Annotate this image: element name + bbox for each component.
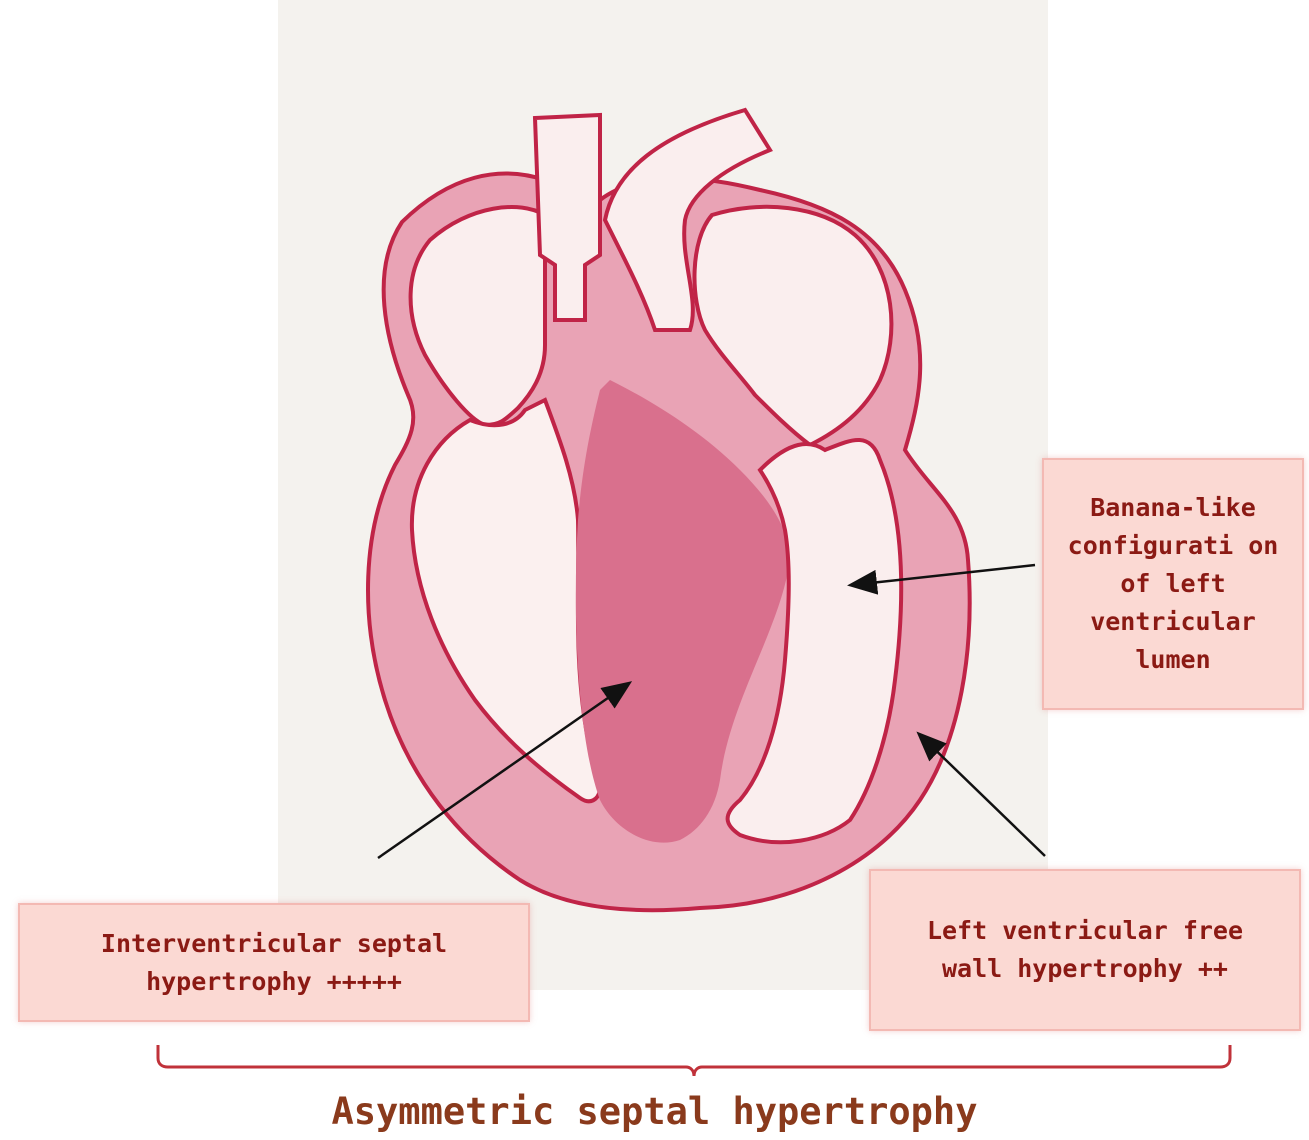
label-banana-text: Banana-like configurati on of left ventr… — [1058, 489, 1288, 679]
label-freewall-text: Left ventricular free wall hypertrophy +… — [891, 912, 1279, 988]
label-banana-lumen: Banana-like configurati on of left ventr… — [1042, 458, 1304, 710]
label-septal-hypertrophy: Interventricular septal hypertrophy ++++… — [18, 903, 530, 1022]
bracket — [158, 1045, 1230, 1076]
diagram-title: Asymmetric septal hypertrophy — [0, 1090, 1309, 1134]
label-free-wall-hypertrophy: Left ventricular free wall hypertrophy +… — [869, 869, 1301, 1031]
arrow-freewall — [920, 735, 1045, 856]
label-septal-text: Interventricular septal hypertrophy ++++… — [30, 925, 518, 1001]
